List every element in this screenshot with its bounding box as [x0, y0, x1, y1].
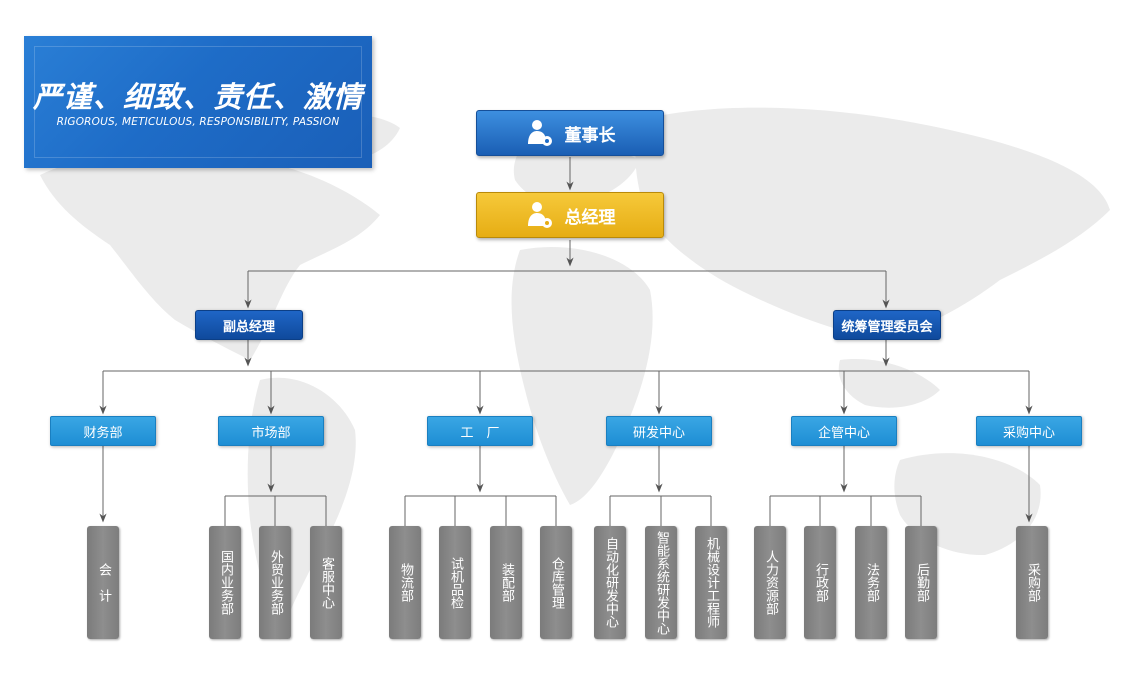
- deputy-gm-label: 副总经理: [222, 319, 275, 335]
- map-europe: [513, 144, 640, 206]
- coordination-committee-label: 统筹管理委员会: [841, 319, 933, 335]
- sub-label: 机械设计工程师: [704, 537, 719, 628]
- dept-label: 研发中心: [632, 425, 685, 441]
- map-asia: [635, 107, 1110, 340]
- sub-label: 会 计: [96, 563, 111, 602]
- coordination-committee-box[interactable]: 统筹管理委员会: [833, 310, 941, 340]
- sub-human-resources[interactable]: 人力资源部: [754, 526, 786, 639]
- slogan-english: RIGOROUS, METICULOUS, RESPONSIBILITY, PA…: [56, 116, 340, 128]
- sub-label: 人力资源部: [763, 550, 778, 615]
- general-manager-box[interactable]: 总经理: [476, 192, 664, 238]
- sub-administration[interactable]: 行政部: [804, 526, 836, 639]
- deputy-gm-box[interactable]: 副总经理: [195, 310, 303, 340]
- sub-label: 采购部: [1025, 563, 1040, 602]
- dept-factory[interactable]: 工 厂: [427, 416, 533, 446]
- sub-purchasing[interactable]: 采购部: [1016, 526, 1048, 639]
- sub-label: 外贸业务部: [268, 550, 283, 615]
- slogan-chinese: 严谨、细致、责任、激情: [32, 80, 363, 114]
- dept-label: 市场部: [251, 425, 291, 441]
- sub-customer-service[interactable]: 客服中心: [310, 526, 342, 639]
- sub-domestic-business[interactable]: 国内业务部: [209, 526, 241, 639]
- chairman-box[interactable]: 董事长: [476, 110, 664, 156]
- slogan-banner: 严谨、细致、责任、激情 RIGOROUS, METICULOUS, RESPON…: [24, 36, 372, 168]
- dept-procurement-center[interactable]: 采购中心: [976, 416, 1082, 446]
- general-manager-label: 总经理: [564, 207, 616, 228]
- dept-finance[interactable]: 财务部: [50, 416, 156, 446]
- sub-label: 仓库管理: [549, 556, 564, 609]
- sub-assembly[interactable]: 装配部: [490, 526, 522, 639]
- sub-automation-rnd[interactable]: 自动化研发中心: [594, 526, 626, 639]
- sub-label: 物流部: [398, 563, 413, 602]
- sub-label: 国内业务部: [218, 550, 233, 615]
- sub-accounting[interactable]: 会 计: [87, 526, 119, 639]
- person-gear-icon: [527, 202, 552, 228]
- sub-logistics[interactable]: 物流部: [389, 526, 421, 639]
- map-north-america: [40, 153, 380, 360]
- sub-label: 试机品检: [448, 556, 463, 609]
- sub-label: 智能系统研发中心: [654, 530, 669, 635]
- sub-foreign-trade[interactable]: 外贸业务部: [259, 526, 291, 639]
- sub-mechanical-engineer[interactable]: 机械设计工程师: [695, 526, 727, 639]
- dept-label: 采购中心: [1002, 425, 1055, 441]
- sub-intelligent-systems-rnd[interactable]: 智能系统研发中心: [645, 526, 677, 639]
- sub-logistics-support[interactable]: 后勤部: [905, 526, 937, 639]
- dept-label: 工 厂: [460, 425, 500, 441]
- sub-label: 自动化研发中心: [603, 537, 618, 628]
- sub-label: 装配部: [499, 563, 514, 602]
- person-gear-icon: [527, 120, 552, 146]
- dept-rnd-center[interactable]: 研发中心: [606, 416, 712, 446]
- sub-label: 行政部: [813, 563, 828, 602]
- sub-label: 客服中心: [319, 556, 334, 609]
- dept-marketing[interactable]: 市场部: [218, 416, 324, 446]
- chairman-label: 董事长: [564, 125, 616, 146]
- sub-legal[interactable]: 法务部: [855, 526, 887, 639]
- dept-label: 企管中心: [817, 425, 870, 441]
- sub-warehouse[interactable]: 仓库管理: [540, 526, 572, 639]
- slogan-frame: [34, 46, 362, 158]
- dept-management-center[interactable]: 企管中心: [791, 416, 897, 446]
- dept-label: 财务部: [83, 425, 123, 441]
- sub-label: 后勤部: [914, 563, 929, 602]
- sub-quality-inspection[interactable]: 试机品检: [439, 526, 471, 639]
- sub-label: 法务部: [864, 563, 879, 602]
